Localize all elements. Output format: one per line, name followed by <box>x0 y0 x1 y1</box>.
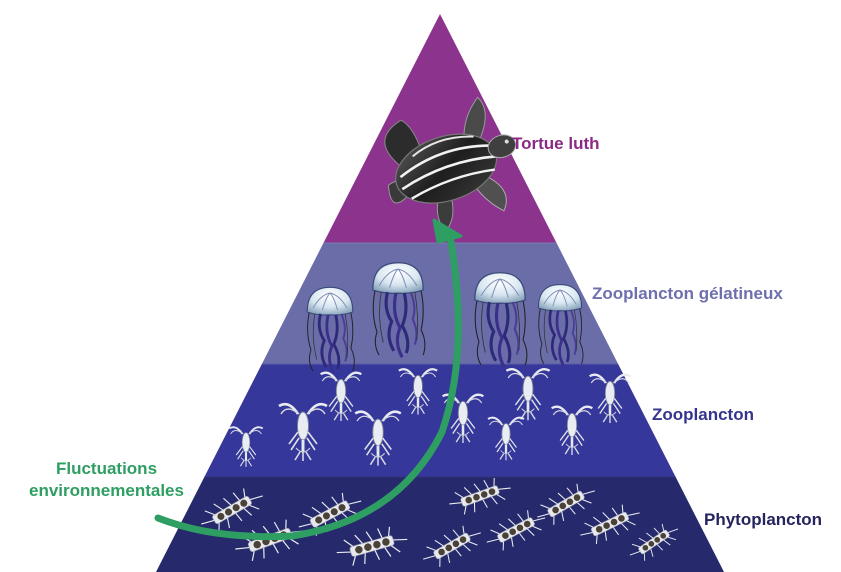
label-fluctuations-line1: Fluctuations <box>4 458 209 480</box>
label-zooplancton: Zooplancton <box>652 405 754 425</box>
label-zooplancton-gelatineux: Zooplancton gélatineux <box>592 284 783 304</box>
label-phytoplancton: Phytoplancton <box>704 510 822 530</box>
label-fluctuations-line2: environnementales <box>4 480 209 502</box>
label-fluctuations-environnementales: Fluctuations environnementales <box>4 458 209 502</box>
band-turtle <box>0 0 841 243</box>
label-tortue-luth: Tortue luth <box>512 134 600 154</box>
